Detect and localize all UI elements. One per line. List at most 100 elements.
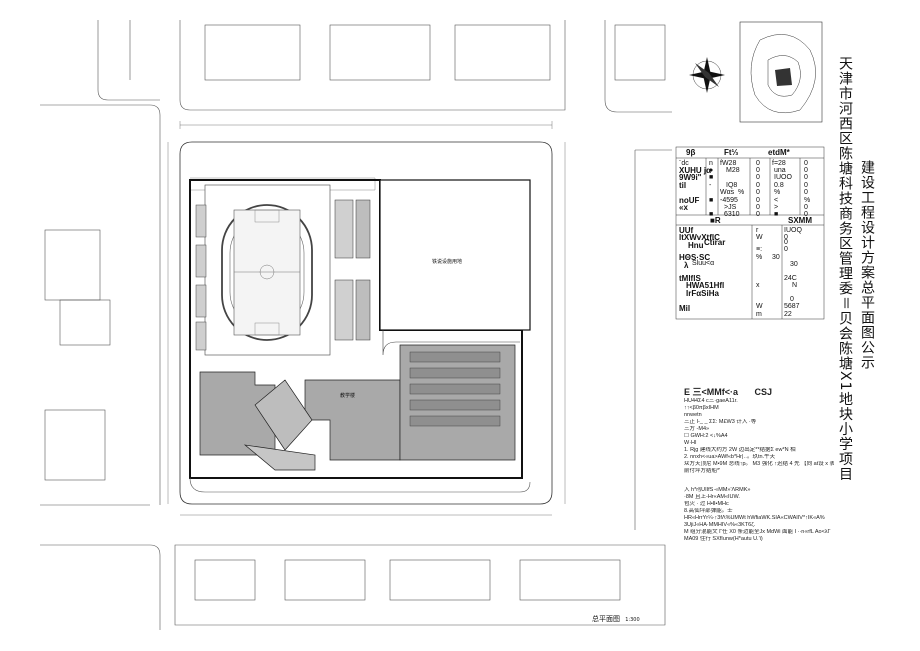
table-cell: ¨dc [679, 160, 689, 167]
note-line: ↑↑<β0πβxIHM [684, 405, 719, 411]
table-cell: IUOO [774, 174, 792, 181]
kv-key: IrFαSiHa [686, 289, 719, 298]
kv-unit: W [756, 234, 763, 241]
note-line: 众方天顶尼 M•9M 总线↑p。 M3 强化 ↑迟结 4 先 【向 at设 x … [684, 461, 834, 467]
table-cell: Wαs [720, 189, 735, 196]
table-cell: XUHU jα [679, 166, 712, 175]
table-cell: fW28 [720, 160, 737, 167]
notes-header: E 三<MMf<·a [684, 387, 739, 397]
plan-title: 总平面图 1:300 [592, 614, 640, 624]
note-line: 3UjiJ«HA·MMHIV«%«3KT6ζ. [684, 522, 756, 528]
table-cell: 0 [756, 182, 760, 189]
table-cell: - [709, 182, 712, 189]
kv-key: ltXWvXtflC [679, 233, 720, 242]
table-header-1: 9β [686, 148, 696, 157]
table-cell: 0.8 [774, 182, 784, 189]
note-line: 入 h*r§UIIfS·«MM»'ΛRMK» [684, 487, 751, 493]
project-title: 天津市河西区陈塘科技商务区管理委＝贝会陈塘X1地块小学项目 [837, 56, 853, 482]
notes-header-2: CSJ [754, 387, 773, 397]
project-subtitle: 建设工程设计方案总平面图公示 [859, 160, 875, 370]
kv-key: HWA51Hfl [686, 281, 725, 290]
table-cell: til [679, 181, 687, 190]
table-cell: ■ [709, 211, 714, 218]
table-cell: 0 [804, 204, 808, 211]
table-cell: 6310 [724, 211, 740, 218]
site-boundary [179, 141, 553, 505]
table-cell: 0 [756, 189, 760, 196]
table-cell: 0 [804, 167, 808, 174]
table-cell: f=28 [772, 160, 786, 167]
surrounding-blocks [40, 20, 672, 630]
location-map [739, 21, 823, 123]
reserved-land-label: 铁说设施用地 [432, 259, 463, 265]
kv-value: 0 [784, 234, 788, 241]
table-cell: ■ [709, 197, 714, 204]
table-cell: > [774, 204, 779, 211]
stats-table: 9β Ft⅓ etdM* ¨dc n fW28 0 f=28 0 XUHU jα… [676, 147, 824, 319]
table-cell: 0 [804, 182, 808, 189]
note-line: 前付坪方结船*' [684, 468, 721, 474]
kv-key: Hnu [688, 241, 704, 250]
table-cell: 0 [804, 174, 808, 181]
kv-unit: % [756, 254, 763, 261]
table-cell: 0 [756, 160, 760, 167]
table-cell: 9W9i" [679, 173, 702, 182]
table-cell: 0 [756, 211, 760, 218]
note-line: MA09 住行 SXfIunw(H*autu U.'i) [684, 536, 763, 542]
kv-unit: x [756, 282, 760, 289]
kv-value: IUOQ [784, 227, 802, 234]
table-cell: n [709, 160, 713, 167]
table-cell: ● [709, 167, 714, 174]
note-line: W·HI [684, 440, 697, 446]
plan-scale: 1:300 [625, 617, 640, 623]
kv-unit: Sluu<α [692, 260, 715, 267]
kv-unit: m [756, 311, 762, 318]
note-line: 包火 · 过 H•Ⅱ•MHc [684, 501, 729, 507]
table-cell: >JS [724, 204, 737, 211]
kv-unit: ≡: [756, 246, 763, 253]
kv-value: 24C [784, 275, 797, 282]
table-cell: «x [679, 203, 688, 212]
kv-unit: W [756, 303, 763, 310]
kv-unit: r [756, 227, 759, 234]
reserved-land [379, 179, 531, 331]
kv-unit: Ctirar [704, 238, 726, 247]
kv-value: 22 [784, 311, 792, 318]
kv-value: 5687 [784, 303, 800, 310]
table-cell: M28 [726, 167, 740, 174]
running-track [195, 184, 331, 356]
teaching-building-label: 教学楼 [340, 393, 356, 399]
table-cell: 0 [804, 160, 808, 167]
kv-value: 0 [784, 246, 788, 253]
table-label-sxmm: SXMM [788, 216, 812, 225]
kv-value: 30 [772, 254, 780, 261]
north-arrow-icon [689, 57, 725, 93]
plan-title-text: 总平面图 [592, 615, 620, 623]
table-cell: 0 [756, 167, 760, 174]
kv-value: 30 [790, 261, 798, 268]
table-cell: 0 [804, 189, 808, 196]
kv-key: λ [684, 261, 689, 270]
kv-key: Mil [679, 304, 691, 313]
note-line: M 组分混能文 Γ任 X0 条边能全Jx MdWi 面能 I ··n«rfL A… [684, 529, 831, 535]
note-line: HR«HrrYr¼·↑3fΛ%UMWt hWfiaWK.SIA«CWAIIV*↑… [684, 515, 825, 521]
kv-value: N [792, 282, 798, 289]
table-header-2: Ft⅓ [724, 148, 739, 157]
table-cell: -4595 [720, 197, 738, 204]
driveway [382, 330, 520, 356]
table-cell: IQ8 [726, 182, 738, 189]
table-cell: noUF [679, 196, 700, 205]
dimension-lines [167, 121, 566, 516]
table-cell: 0 [756, 174, 760, 181]
design-notes: E 三<MMf<·a CSJ HU44Σ4 c三·gaeA11r. ↑↑<β0π… [684, 386, 834, 543]
table-cell: < [774, 197, 779, 204]
table-cell: 0 [804, 211, 808, 218]
note-line: HU44Σ4 c三·gaeA11r. [684, 398, 738, 404]
stats-table-grid [675, 146, 825, 320]
table-cell: 0 [756, 197, 760, 204]
kv-value: 0 [784, 239, 788, 246]
note-line: ·8M 且上-Hr«AM«IUW. [684, 494, 740, 500]
table-cell: ■ [774, 211, 779, 218]
note-line: 8.高仙坪部弹能。士 [684, 508, 733, 514]
